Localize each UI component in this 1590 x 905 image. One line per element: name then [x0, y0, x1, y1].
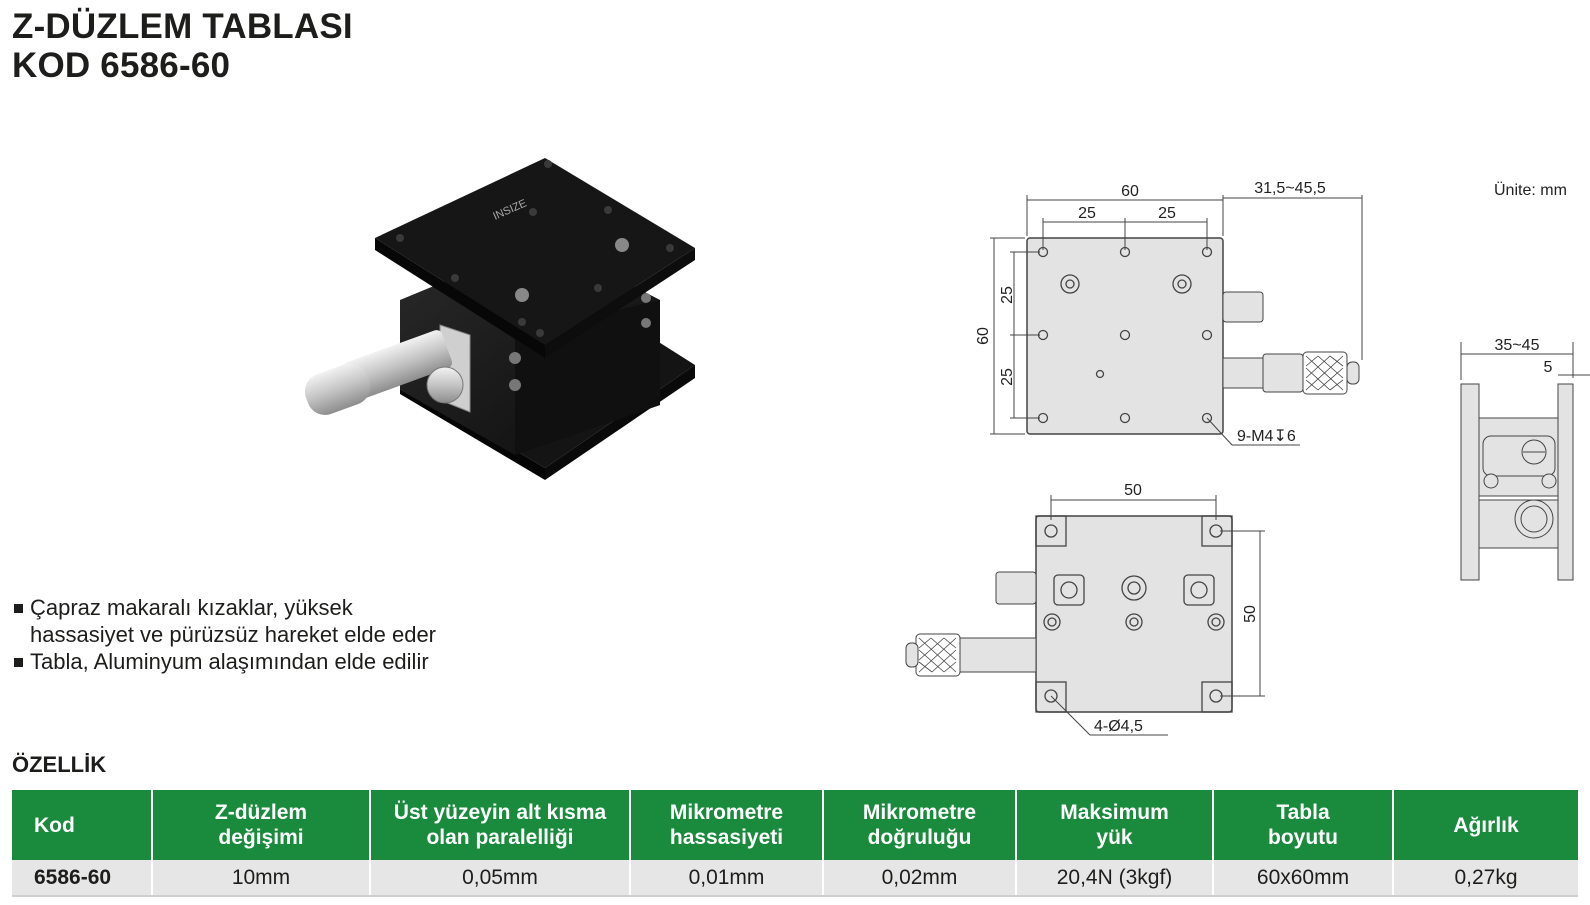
header-weight: Ağırlık: [1393, 790, 1578, 860]
feature-list: Çapraz makaralı kızaklar, yüksek hassasi…: [12, 594, 436, 675]
side-thickness-dim: 5: [1544, 359, 1553, 376]
side-depth-dim: 35~45: [1495, 337, 1540, 354]
unit-note: Ünite: mm: [1494, 182, 1567, 199]
product-photo: INSIZE: [304, 158, 695, 480]
side-view: 35~45 5: [1460, 337, 1590, 581]
header-code: Kod: [12, 790, 153, 860]
cell-weight: 0,27kg: [1393, 860, 1578, 897]
top-spacing-x2: 25: [1158, 205, 1176, 222]
top-spacing-y2: 25: [999, 368, 1016, 386]
bottom-hole-callout: 4-Ø4,5: [1094, 718, 1143, 735]
cell-max-load: 20,4N (3kgf): [1016, 860, 1214, 897]
bottom-width-dim: 50: [1124, 482, 1142, 499]
top-spacing-y1: 25: [999, 286, 1016, 304]
cell-table-size: 60x60mm: [1213, 860, 1394, 897]
cell-micrometer-accuracy: 0,02mm: [823, 860, 1017, 897]
spec-heading: ÖZELLİK: [12, 752, 107, 777]
top-hole-callout: 9-M4↧6: [1237, 428, 1296, 445]
top-view: 60 31,5~45,5 25 25 60 25 25: [975, 180, 1363, 446]
feature-item: Çapraz makaralı kızaklar, yüksek hassasi…: [12, 594, 436, 648]
product-code-title: KOD 6586-60: [12, 46, 231, 85]
table-row: 6586-60 10mm 0,05mm 0,01mm 0,02mm 20,4N …: [12, 860, 1578, 897]
page-title: Z-DÜZLEM TABLASI: [12, 7, 353, 46]
top-spacing-x1: 25: [1078, 205, 1096, 222]
feature-text-cont: hassasiyet ve pürüzsüz hareket elde eder: [30, 622, 437, 647]
top-width-dim: 60: [1121, 183, 1139, 200]
cell-micrometer-resolution: 0,01mm: [630, 860, 824, 897]
cell-code: 6586-60: [12, 860, 153, 897]
feature-text: Tabla, Aluminyum alaşımından elde edilir: [30, 649, 429, 674]
bottom-view: 50 50 4-Ø4,5: [905, 482, 1265, 736]
cell-z-change: 10mm: [152, 860, 371, 897]
feature-item: Tabla, Aluminyum alaşımından elde edilir: [12, 648, 436, 675]
micrometer-range-dim: 31,5~45,5: [1254, 180, 1326, 197]
bottom-height-dim: 50: [1242, 605, 1259, 623]
cell-parallelism: 0,05mm: [370, 860, 631, 897]
feature-text: Çapraz makaralı kızaklar, yüksek: [30, 595, 353, 620]
top-height-dim: 60: [975, 327, 992, 345]
